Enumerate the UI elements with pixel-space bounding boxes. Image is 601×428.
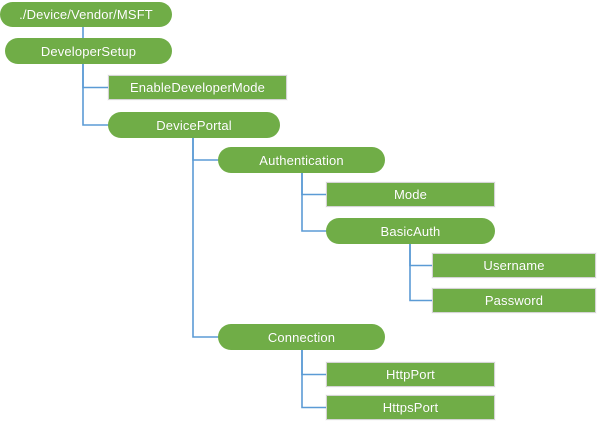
node-httpport[interactable]: HttpPort — [326, 362, 495, 387]
node-label-enabledevelopermode: EnableDeveloperMode — [129, 80, 266, 95]
node-label-username: Username — [483, 258, 545, 273]
node-authentication[interactable]: Authentication — [218, 147, 385, 173]
node-deviceportal[interactable]: DevicePortal — [108, 112, 280, 138]
node-label-httpsport: HttpsPort — [382, 400, 439, 415]
connector-authentication-to-basicauth — [301, 172, 327, 232]
node-password[interactable]: Password — [432, 288, 596, 313]
connector-developersetup-to-enabledevelopermode — [82, 63, 109, 89]
connector-deviceportal-to-authentication — [192, 137, 219, 161]
connector-developersetup-to-deviceportal — [82, 63, 109, 126]
node-label-httpport: HttpPort — [386, 367, 435, 382]
node-label-mode: Mode — [393, 187, 428, 202]
node-label-deviceportal: DevicePortal — [156, 117, 232, 133]
node-httpsport[interactable]: HttpsPort — [326, 395, 495, 420]
node-label-authentication: Authentication — [259, 152, 344, 168]
node-username[interactable]: Username — [432, 253, 596, 278]
connector-basicauth-to-username — [409, 243, 433, 267]
node-mode[interactable]: Mode — [326, 182, 495, 207]
connector-connection-to-httpport — [301, 349, 327, 376]
node-label-root: ./Device/Vendor/MSFT — [19, 7, 153, 22]
connector-connection-to-httpsport — [301, 349, 327, 409]
node-label-basicauth: BasicAuth — [380, 223, 441, 239]
node-root[interactable]: ./Device/Vendor/MSFT — [0, 2, 172, 27]
connector-deviceportal-to-connection — [192, 137, 219, 338]
node-basicauth[interactable]: BasicAuth — [326, 218, 495, 244]
connector-authentication-to-mode — [301, 172, 327, 196]
node-connection[interactable]: Connection — [218, 324, 385, 350]
node-developersetup[interactable]: DeveloperSetup — [5, 38, 172, 64]
node-label-connection: Connection — [267, 329, 336, 345]
node-enabledevelopermode[interactable]: EnableDeveloperMode — [108, 75, 287, 100]
node-label-password: Password — [484, 293, 544, 308]
node-label-developersetup: DeveloperSetup — [40, 43, 137, 59]
connector-basicauth-to-password — [409, 243, 433, 302]
